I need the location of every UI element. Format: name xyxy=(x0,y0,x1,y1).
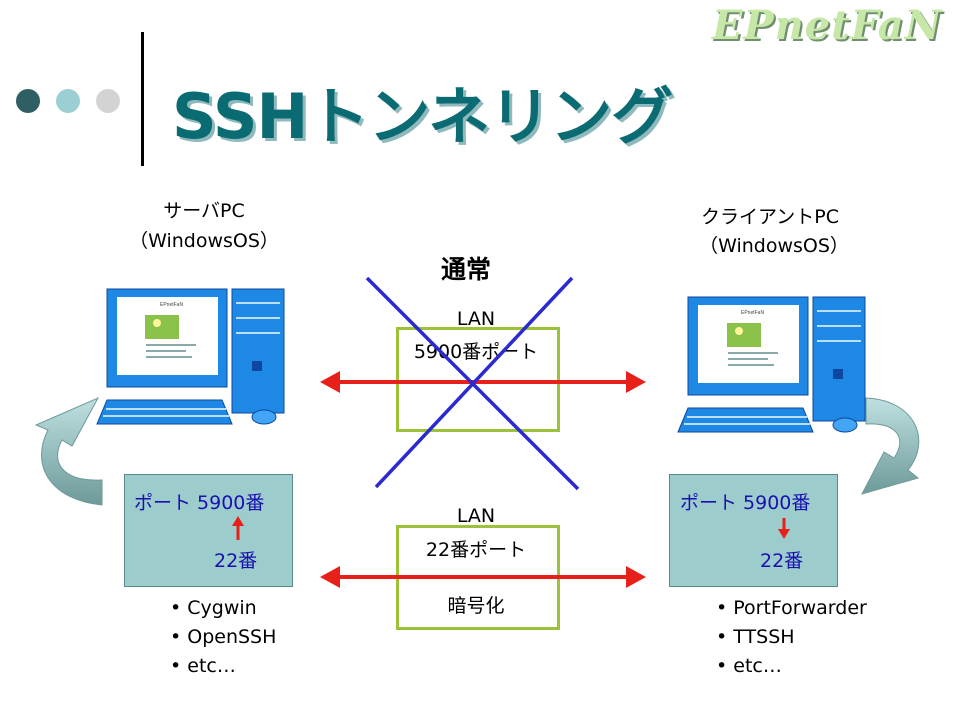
client-tools-list: • PortForwarder • TTSSH • etc… xyxy=(716,594,867,681)
header-dot-gray xyxy=(96,89,120,113)
server-curved-arrow xyxy=(34,396,103,506)
normal-lan-label: LAN xyxy=(456,308,496,330)
header-dot-dark xyxy=(16,89,40,113)
list-item: • etc… xyxy=(716,655,782,677)
logo: EPnetFaN xyxy=(712,2,943,49)
server-computer-icon: EPnetFaN xyxy=(96,288,285,425)
server-screen-brand: EPnetFaN xyxy=(160,302,183,308)
client-computer-icon: EPnetFaN xyxy=(677,296,866,433)
normal-double-arrow xyxy=(320,371,646,393)
client-name: クライアントPC xyxy=(701,206,839,228)
header-dot-teal xyxy=(56,89,80,113)
list-item: • etc… xyxy=(170,655,236,677)
client-port-box xyxy=(669,474,838,587)
server-port-box xyxy=(124,474,293,587)
client-os: （WindowsOS） xyxy=(699,235,849,257)
list-item: • PortForwarder xyxy=(716,597,867,619)
list-item: • OpenSSH xyxy=(170,626,277,648)
server-os: （WindowsOS） xyxy=(129,230,279,252)
page-title: SSHトンネリング xyxy=(172,80,673,153)
client-port-to: 22番 xyxy=(760,550,804,572)
tunnel-lan-label: LAN xyxy=(456,505,496,527)
normal-lan-box xyxy=(396,327,560,432)
client-curved-arrow xyxy=(861,397,920,495)
client-screen-brand: EPnetFaN xyxy=(741,310,764,316)
header-divider xyxy=(141,32,144,166)
normal-label: 通常 xyxy=(441,255,492,284)
tunnel-port-label: 22番ポート xyxy=(425,539,527,561)
server-port-from: ポート 5900番 xyxy=(134,492,265,514)
list-item: • Cygwin xyxy=(170,597,257,619)
tunnel-double-arrow xyxy=(320,566,646,588)
server-name: サーバPC xyxy=(163,200,245,222)
server-port-to: 22番 xyxy=(214,550,258,572)
tunnel-encryption-label: 暗号化 xyxy=(447,595,505,617)
normal-route-cross xyxy=(365,276,580,491)
server-tools-list: • Cygwin • OpenSSH • etc… xyxy=(170,594,276,681)
client-port-from: ポート 5900番 xyxy=(680,492,811,514)
list-item: • TTSSH xyxy=(716,626,795,648)
